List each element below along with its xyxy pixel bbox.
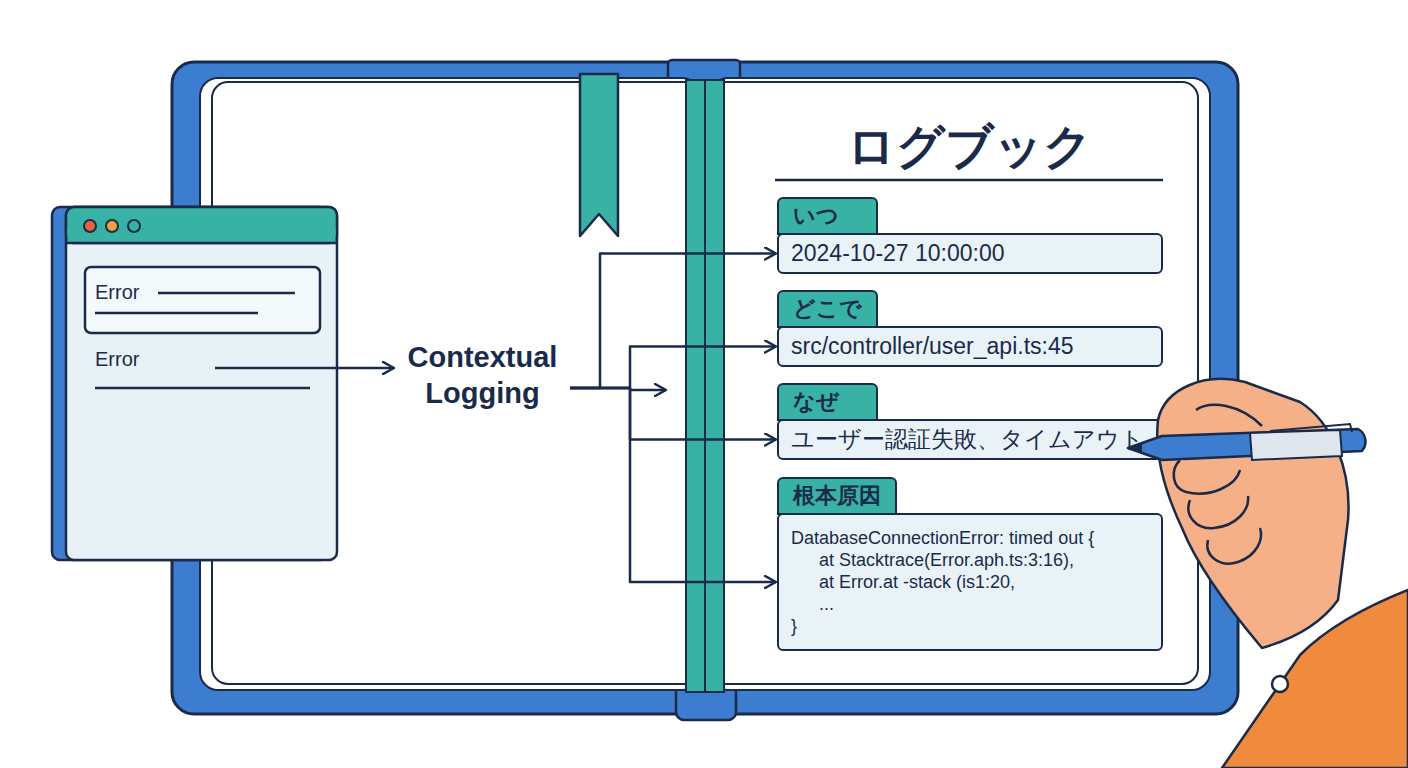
- entry-value-box: 2024-10-27 10:00:00: [777, 233, 1163, 274]
- connector-arrow: [337, 367, 394, 370]
- sleeve: [1222, 590, 1408, 768]
- entry-value: 2024-10-27 10:00:00: [791, 239, 1149, 268]
- entry-value-box: ユーザー認証失敗、タイムアウト: [777, 419, 1163, 460]
- stack-trace-line: at Error.at -stack (is1:20,: [791, 571, 1149, 593]
- page-stack: [710, 78, 1210, 690]
- stack-trace-line: DatabaseConnectionError: timed out {: [791, 527, 1149, 549]
- log-entry: src/controller/user_api.ts:45 どこで: [777, 290, 1163, 367]
- stack-trace-line: at Stacktrace(Error.aph.ts:3:16),: [791, 549, 1149, 571]
- entry-tab-label: どこで: [777, 290, 878, 328]
- logbook: ログブック 2024-10-27 10:00:00 いつ src/controller…: [172, 62, 1238, 714]
- window-title-bar: [66, 207, 337, 243]
- connector-arrow: [570, 388, 776, 582]
- logging-label: Contextual Logging: [395, 339, 570, 411]
- pen-body: [1128, 429, 1365, 460]
- text-placeholder-line: [215, 367, 337, 370]
- log-entry: DatabaseConnectionError: timed out {at S…: [777, 477, 1163, 651]
- window-text: Error: [95, 347, 139, 371]
- window-dot: [84, 220, 96, 232]
- connector-arrow: [570, 254, 776, 389]
- connector-arrow: [570, 347, 776, 389]
- decorative-arrow: [630, 389, 666, 392]
- thumb: [1196, 405, 1262, 426]
- hand: [1157, 379, 1348, 648]
- entry-tab-label: いつ: [777, 197, 878, 235]
- entry-value: src/controller/user_api.ts:45: [791, 332, 1149, 361]
- error-box-fill: [85, 267, 320, 333]
- window-body: [66, 207, 337, 560]
- bookmark-ribbon: [580, 74, 618, 236]
- window-dot: [128, 220, 140, 232]
- log-entry: ユーザー認証失敗、タイムアウト なぜ: [777, 383, 1163, 460]
- process-label: Contextual Logging: [395, 330, 570, 420]
- heading-rule: [775, 179, 1163, 182]
- finger: [1188, 496, 1248, 528]
- entry-value-box: DatabaseConnectionError: timed out {at S…: [777, 513, 1163, 651]
- cuff-button: [1272, 676, 1288, 692]
- entry-tab-label: なぜ: [777, 383, 878, 421]
- browser-window: ErrorError: [66, 207, 337, 560]
- error-box: Error: [85, 267, 320, 333]
- window-dot: [106, 220, 118, 232]
- error-text: Error: [95, 280, 139, 304]
- connector-arrow: [570, 388, 776, 440]
- pen-cap: [1250, 430, 1342, 460]
- entry-value: ユーザー認証失敗、タイムアウト: [791, 425, 1149, 454]
- spine-fold: [704, 80, 706, 692]
- entry-value-box: src/controller/user_api.ts:45: [777, 326, 1163, 367]
- window-title-rule: [66, 242, 337, 245]
- entry-tab-label: 根本原因: [777, 477, 897, 515]
- book-spine: [686, 80, 724, 692]
- logbook-heading: ログブック: [775, 114, 1163, 178]
- text-placeholder-line: [95, 387, 310, 390]
- stack-trace-line: }: [791, 615, 1149, 637]
- finger: [1174, 460, 1240, 494]
- log-entry: 2024-10-27 10:00:00 いつ: [777, 197, 1163, 274]
- finger: [1207, 528, 1261, 564]
- pen-clip: [1270, 424, 1352, 432]
- text-placeholder-line: [158, 292, 295, 295]
- right-page: [710, 82, 1198, 684]
- pen-tip: [1128, 443, 1142, 453]
- text-placeholder-line: [95, 312, 258, 315]
- stack-trace-line: ...: [791, 593, 1149, 615]
